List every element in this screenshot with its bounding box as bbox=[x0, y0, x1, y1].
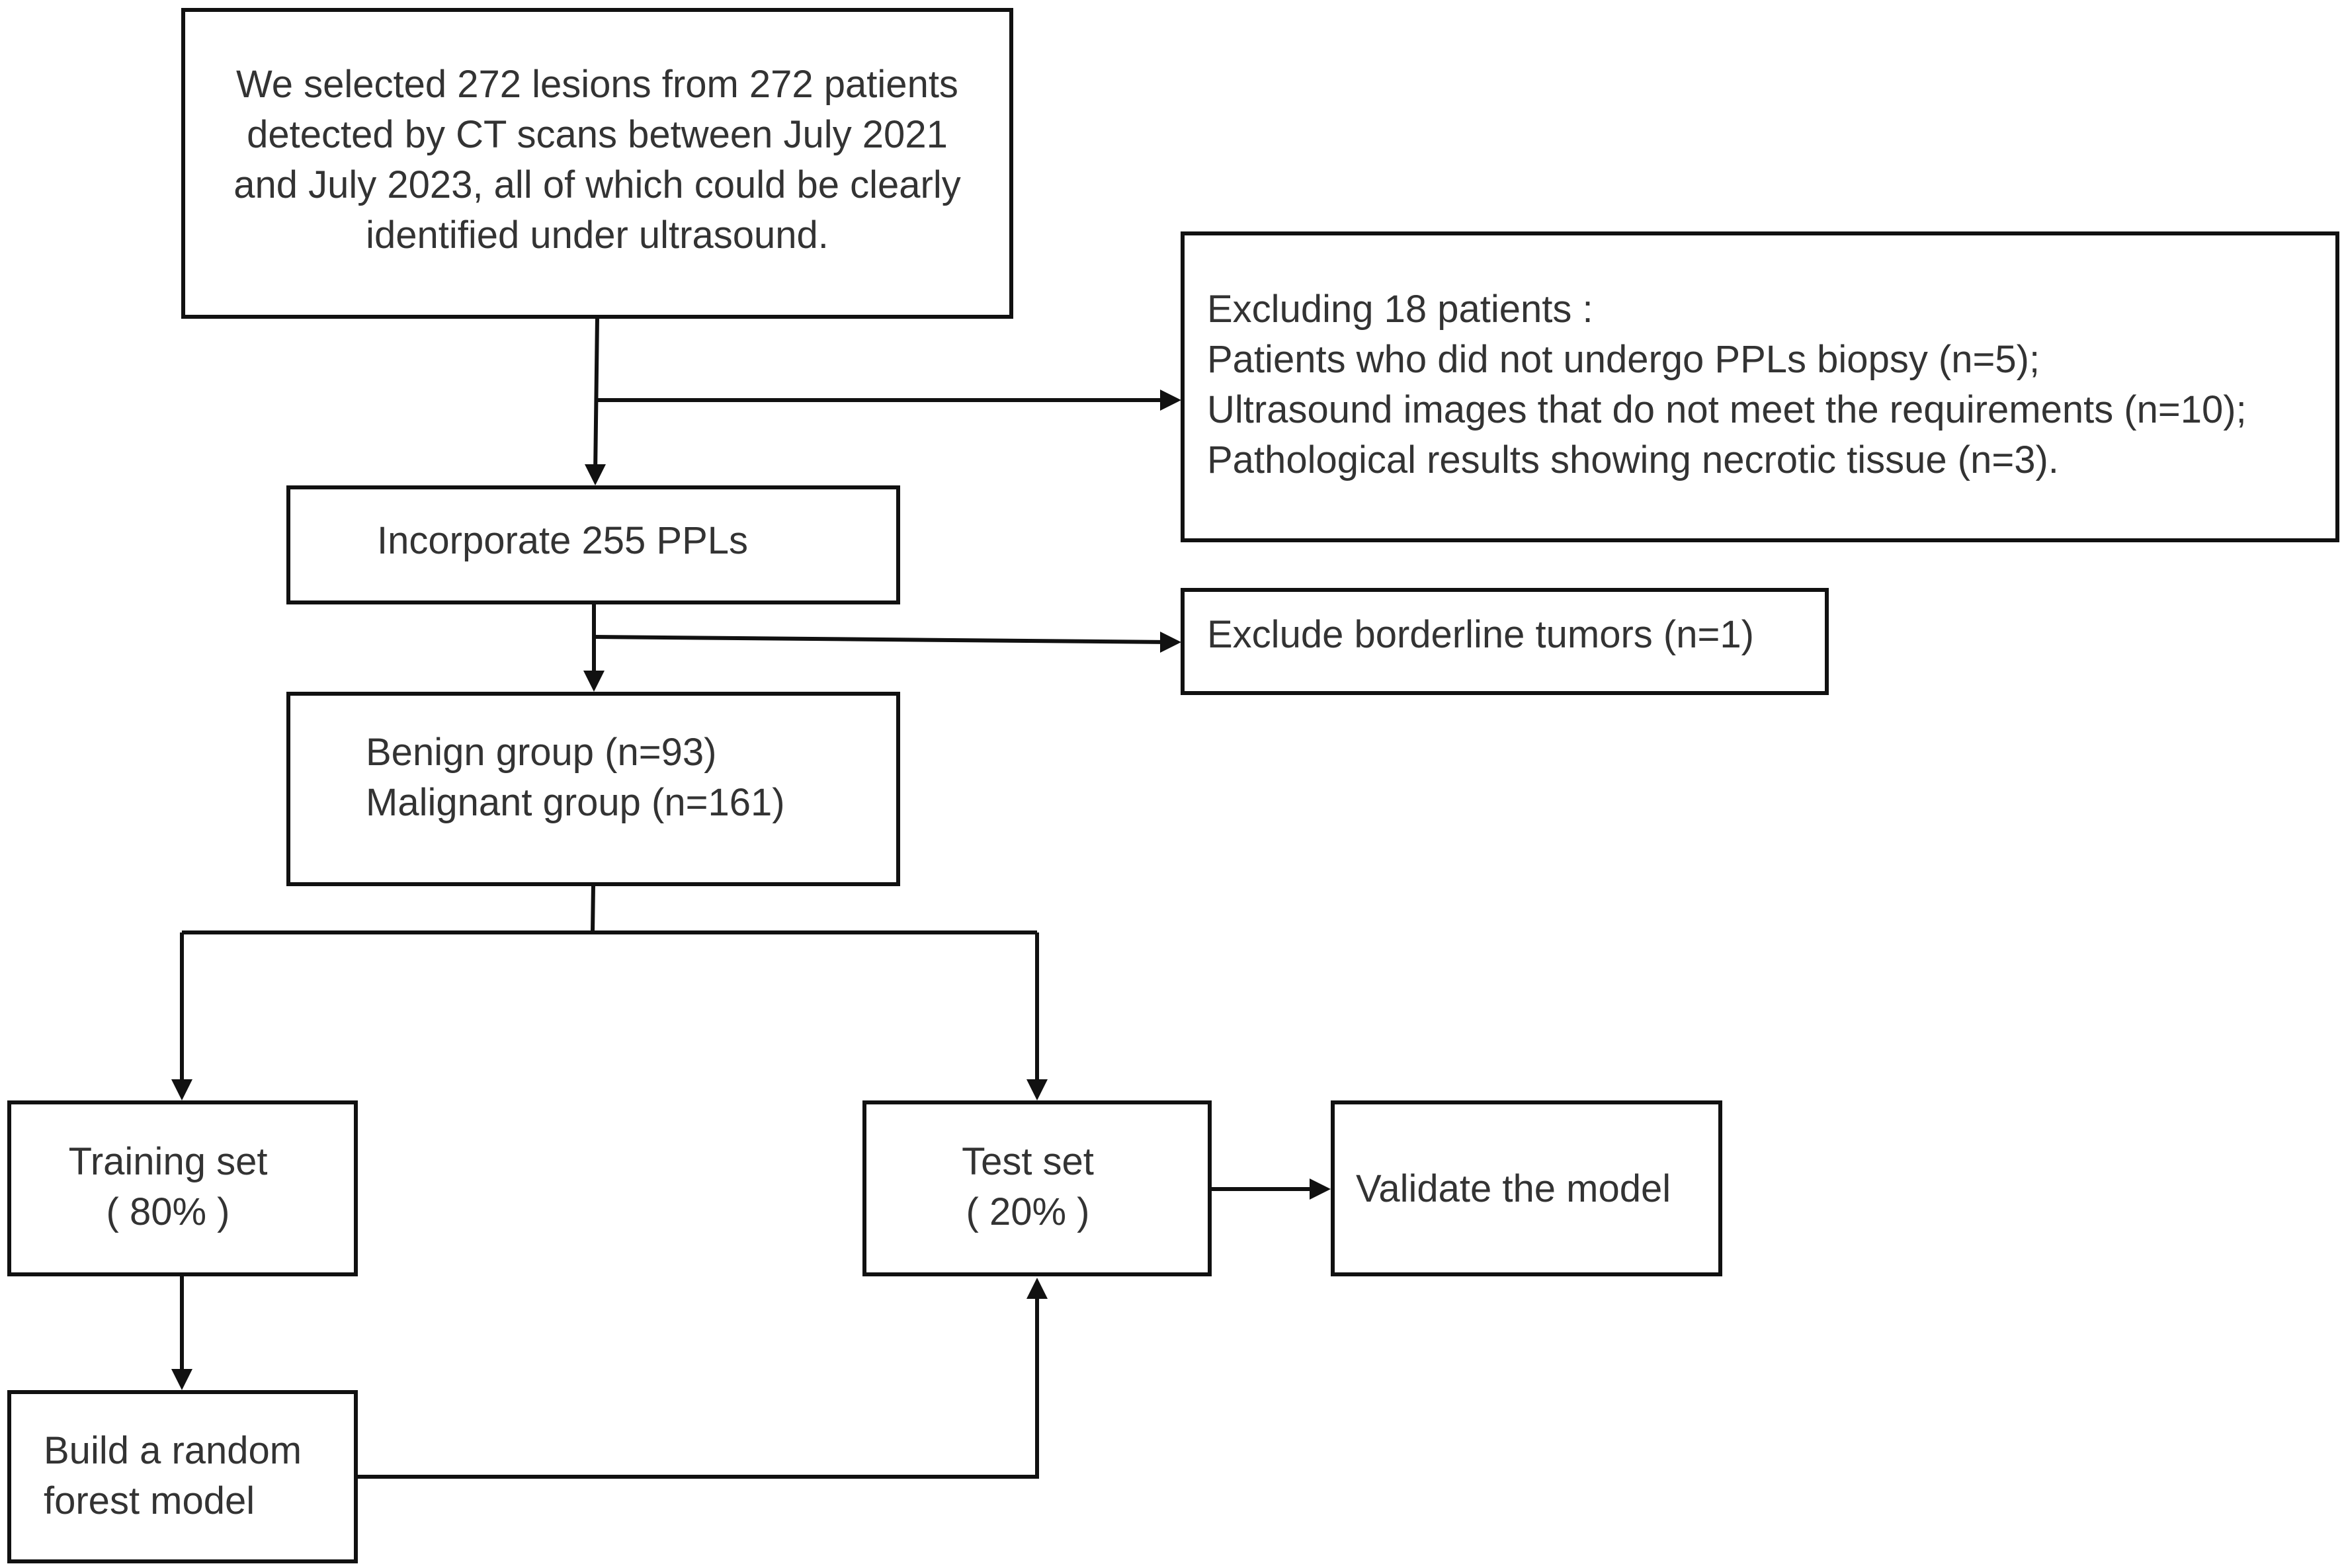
test-text: Test set ( 20% ) bbox=[862, 1137, 1193, 1237]
arrowhead-split-to-training bbox=[171, 1079, 192, 1100]
groups-box bbox=[286, 692, 900, 886]
selection-text: We selected 272 lesions from 272 patient… bbox=[181, 60, 1013, 261]
training-line-1: Training set bbox=[68, 1140, 268, 1183]
selection-line-4: identified under ultrasound. bbox=[366, 214, 829, 257]
exclusion-line-4: Pathological results showing necrotic ti… bbox=[1207, 438, 2059, 481]
incorporate-box bbox=[286, 485, 900, 604]
incorporate-text: Incorporate 255 PPLs bbox=[377, 519, 749, 562]
groups-line-2: Malignant group (n=161) bbox=[366, 781, 785, 824]
exclusion-line-3: Ultrasound images that do not meet the r… bbox=[1207, 388, 2247, 431]
arrowhead-selection-to-incorporate bbox=[585, 464, 606, 485]
exclusion-text: Excluding 18 patients : Patients who did… bbox=[1207, 284, 2247, 485]
arrowhead-branch-to-exclusion bbox=[1160, 390, 1181, 411]
arrow-branch-to-borderline bbox=[593, 635, 1171, 644]
test-line-1: Test set bbox=[962, 1140, 1094, 1183]
training-line-2: ( 80% ) bbox=[106, 1190, 230, 1233]
training-box bbox=[7, 1100, 358, 1276]
selection-box bbox=[181, 8, 1013, 319]
arrowhead-build-to-test bbox=[1026, 1278, 1048, 1299]
groups-text: Benign group (n=93) Malignant group (n=1… bbox=[366, 727, 785, 828]
exclusion-line-2: Patients who did not undergo PPLs biopsy… bbox=[1207, 338, 2040, 381]
test-box bbox=[862, 1100, 1212, 1276]
borderline-text: Exclude borderline tumors (n=1) bbox=[1207, 613, 1754, 656]
arrowhead-incorporate-to-groups bbox=[583, 671, 605, 692]
selection-line-3: and July 2023, all of which could be cle… bbox=[233, 163, 961, 206]
validate-box bbox=[1331, 1100, 1722, 1276]
selection-line-1: We selected 272 lesions from 272 patient… bbox=[236, 63, 958, 106]
arrowhead-branch-to-borderline bbox=[1160, 632, 1181, 653]
exclusion-box bbox=[1181, 231, 2339, 542]
exclusion-line-1: Excluding 18 patients : bbox=[1207, 288, 1593, 331]
arrowhead-training-to-build bbox=[171, 1369, 192, 1390]
build-line-1: Build a random bbox=[44, 1429, 302, 1472]
selection-line-2: detected by CT scans between July 2021 bbox=[247, 113, 948, 156]
groups-line-1: Benign group (n=93) bbox=[366, 731, 717, 774]
test-line-2: ( 20% ) bbox=[966, 1190, 1090, 1233]
build-box bbox=[7, 1390, 358, 1563]
build-text: Build a random forest model bbox=[44, 1426, 302, 1526]
validate-text: Validate the model bbox=[1356, 1167, 1671, 1210]
arrowhead-split-to-test bbox=[1026, 1079, 1048, 1100]
training-text: Training set ( 80% ) bbox=[7, 1137, 329, 1237]
arrow-build-to-test bbox=[356, 1288, 1039, 1479]
arrow-selection-to-incorporate bbox=[593, 317, 599, 475]
arrowhead-test-to-validate bbox=[1310, 1178, 1331, 1200]
build-line-2: forest model bbox=[44, 1479, 255, 1522]
borderline-box bbox=[1181, 588, 1829, 695]
